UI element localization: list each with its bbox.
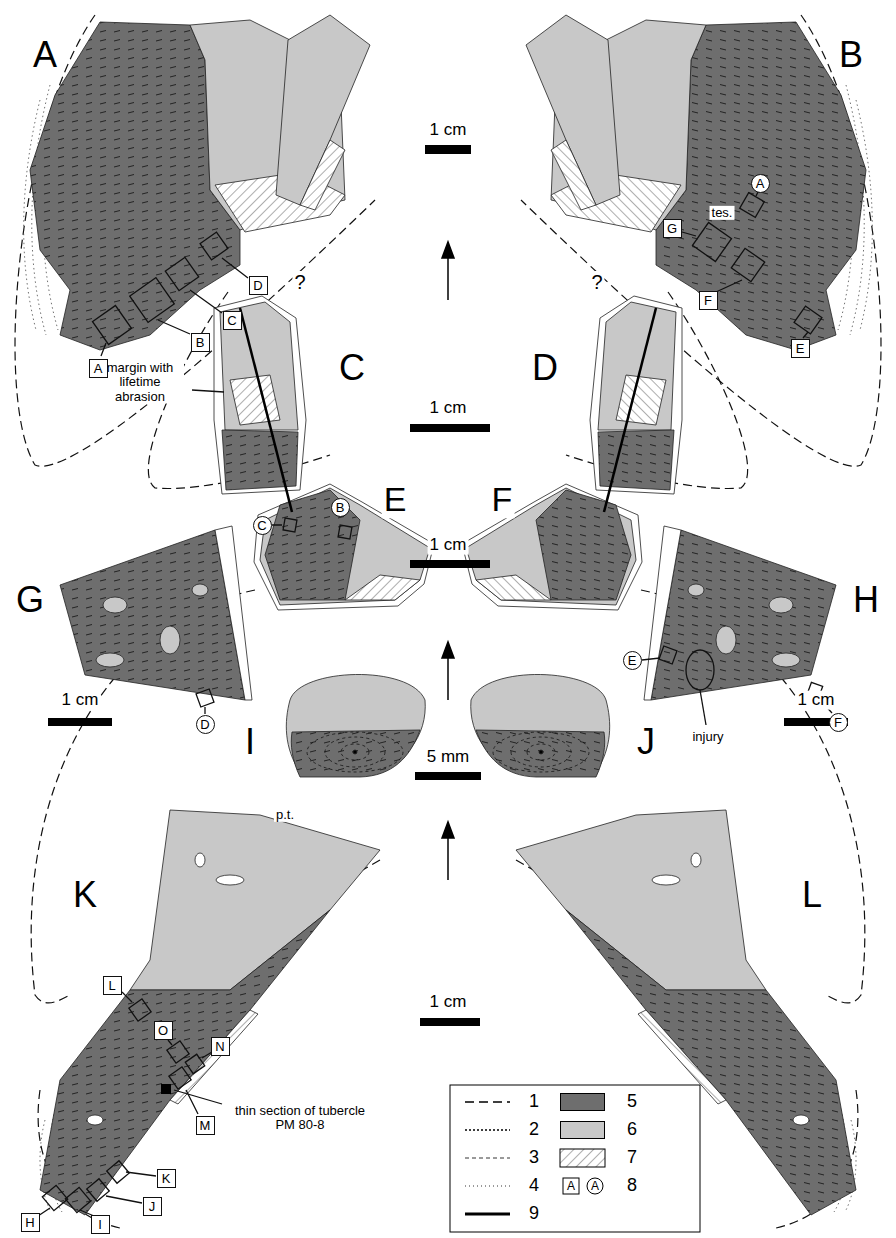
panel-letter: C	[337, 348, 367, 388]
callout-box: K	[157, 1169, 176, 1188]
callout-box: C	[223, 311, 242, 330]
panel-letter: A	[31, 35, 59, 75]
panel-letter: I	[243, 722, 257, 762]
callout-letter: D	[200, 718, 209, 731]
panel-letter: D	[530, 348, 560, 388]
uncertain-mark: ?	[292, 271, 307, 293]
panel-letter: F	[490, 481, 515, 518]
legend-number: 7	[625, 1148, 639, 1168]
legend-swatch	[560, 1121, 605, 1139]
legend-swatch	[560, 1093, 605, 1111]
uncertain-mark: ?	[589, 271, 604, 293]
legend-sample: A	[587, 1178, 604, 1195]
panel-letter: J	[635, 722, 657, 762]
panel-letter: E	[382, 481, 409, 518]
panel-letter: H	[851, 580, 881, 620]
callout-box: F	[699, 291, 718, 310]
callout-circle: B	[331, 498, 350, 517]
callout-circle: A	[751, 174, 770, 193]
callout-letter: C	[227, 314, 236, 327]
legend-sample: A	[563, 1178, 580, 1195]
callout-letter: E	[628, 654, 637, 667]
legend-number: 6	[625, 1120, 639, 1140]
legend-number: 4	[527, 1176, 541, 1196]
callout-letter: A	[94, 362, 103, 375]
note: injury	[690, 730, 725, 744]
callout-circle: C	[253, 516, 272, 535]
legend-number: 8	[625, 1176, 639, 1196]
callout-box: I	[91, 1215, 110, 1234]
callout-box: M	[196, 1116, 215, 1135]
legend-number: 9	[527, 1204, 541, 1224]
callout-box: A	[89, 359, 108, 378]
callout-box: J	[143, 1197, 162, 1216]
note: margin with lifetime abrasion	[96, 361, 184, 404]
note: p.t.	[274, 808, 296, 822]
callout-box: L	[103, 976, 122, 995]
callout-letter: A	[756, 177, 765, 190]
callout-circle: E	[623, 651, 642, 670]
callout-box: O	[154, 1021, 173, 1040]
callout-letter: M	[200, 1119, 211, 1132]
callout-letter: C	[257, 519, 266, 532]
callout-circle: D	[196, 715, 215, 734]
callout-letter: D	[253, 279, 262, 292]
scale-label: 1 cm	[428, 993, 469, 1012]
scale-label: 1 cm	[60, 691, 101, 710]
scale-label: 1 cm	[796, 691, 837, 710]
callout-letter: G	[667, 222, 677, 235]
callout-letter: K	[162, 1172, 171, 1185]
panel-letter: B	[837, 35, 865, 75]
callout-circle: F	[829, 713, 848, 732]
legend-number: 5	[625, 1092, 639, 1112]
legend-number: 3	[527, 1148, 541, 1168]
note: thin section of tubercle PM 80-8	[223, 1104, 377, 1133]
callout-box: G	[663, 219, 682, 238]
callout-letter: F	[704, 294, 712, 307]
panel-letter: G	[14, 580, 46, 620]
scale-label: 1 cm	[428, 121, 469, 140]
note: tes.	[710, 206, 735, 220]
panel-letter: L	[800, 875, 824, 915]
callout-letter: F	[834, 716, 842, 729]
legend-number: 1	[527, 1092, 541, 1112]
callout-letter: J	[149, 1200, 156, 1213]
callout-letter: H	[25, 1216, 34, 1229]
callout-box: D	[249, 276, 268, 295]
callout-box: N	[211, 1037, 230, 1056]
callout-box: H	[21, 1213, 40, 1232]
callout-letter: O	[158, 1024, 168, 1037]
scale-label: 1 cm	[428, 399, 469, 418]
callout-letter: E	[796, 342, 805, 355]
panel-letter: K	[71, 875, 99, 915]
scale-label: 5 mm	[425, 748, 472, 767]
callout-letter: B	[196, 336, 205, 349]
callout-letter: N	[215, 1040, 224, 1053]
callout-box: B	[191, 333, 210, 352]
scale-label: 1 cm	[428, 536, 469, 555]
callout-letter: B	[336, 501, 345, 514]
callout-box: E	[791, 339, 810, 358]
callout-letter: I	[98, 1218, 102, 1231]
callout-letter: L	[108, 979, 115, 992]
legend-number: 2	[527, 1120, 541, 1140]
